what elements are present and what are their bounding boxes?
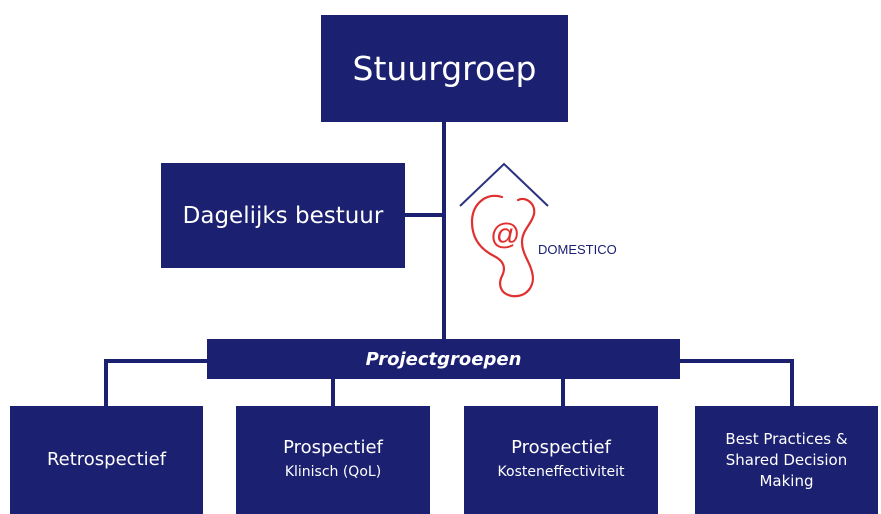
projectgroepen-box: Projectgroepen <box>207 339 680 379</box>
prospectief-kosten-title: Prospectief <box>511 437 611 458</box>
logo-roof-icon <box>459 162 549 207</box>
best-practices-line-3: Making <box>759 471 814 490</box>
connector-klinisch <box>331 379 335 406</box>
projectgroepen-label: Projectgroepen <box>365 348 522 370</box>
connector-right-horizontal <box>680 359 794 363</box>
connector-kosten <box>561 379 565 406</box>
best-practices-line-1: Best Practices & <box>725 429 848 448</box>
logo-figure-icon <box>470 194 536 298</box>
retrospectief-box: Retrospectief <box>10 406 203 514</box>
logo-text: DOMESTICO <box>538 242 617 257</box>
connector-top-to-middle <box>442 122 446 339</box>
domestico-logo: @ DOMESTICO <box>459 162 617 298</box>
dagelijks-bestuur-box: Dagelijks bestuur <box>161 163 405 268</box>
dagelijks-bestuur-label: Dagelijks bestuur <box>182 202 384 229</box>
logo-at-symbol: @ <box>490 218 520 251</box>
retrospectief-label: Retrospectief <box>46 449 167 470</box>
connector-left-horizontal <box>104 359 207 363</box>
best-practices-box: Best Practices & Shared Decision Making <box>695 406 878 514</box>
stuurgroep-label: Stuurgroep <box>352 49 537 88</box>
prospectief-klinisch-title: Prospectief <box>283 437 383 458</box>
connector-right-vertical <box>790 359 794 406</box>
best-practices-line-2: Shared Decision <box>725 450 848 469</box>
stuurgroep-box: Stuurgroep <box>321 15 568 122</box>
prospectief-klinisch-box: Prospectief Klinisch (QoL) <box>236 406 430 514</box>
prospectief-klinisch-subtitle: Klinisch (QoL) <box>284 464 382 480</box>
connector-left-vertical <box>104 359 108 406</box>
prospectief-kosten-box: Prospectief Kosteneffectiviteit <box>464 406 658 514</box>
connector-side <box>405 213 444 217</box>
prospectief-kosten-subtitle: Kosteneffectiviteit <box>497 464 625 480</box>
